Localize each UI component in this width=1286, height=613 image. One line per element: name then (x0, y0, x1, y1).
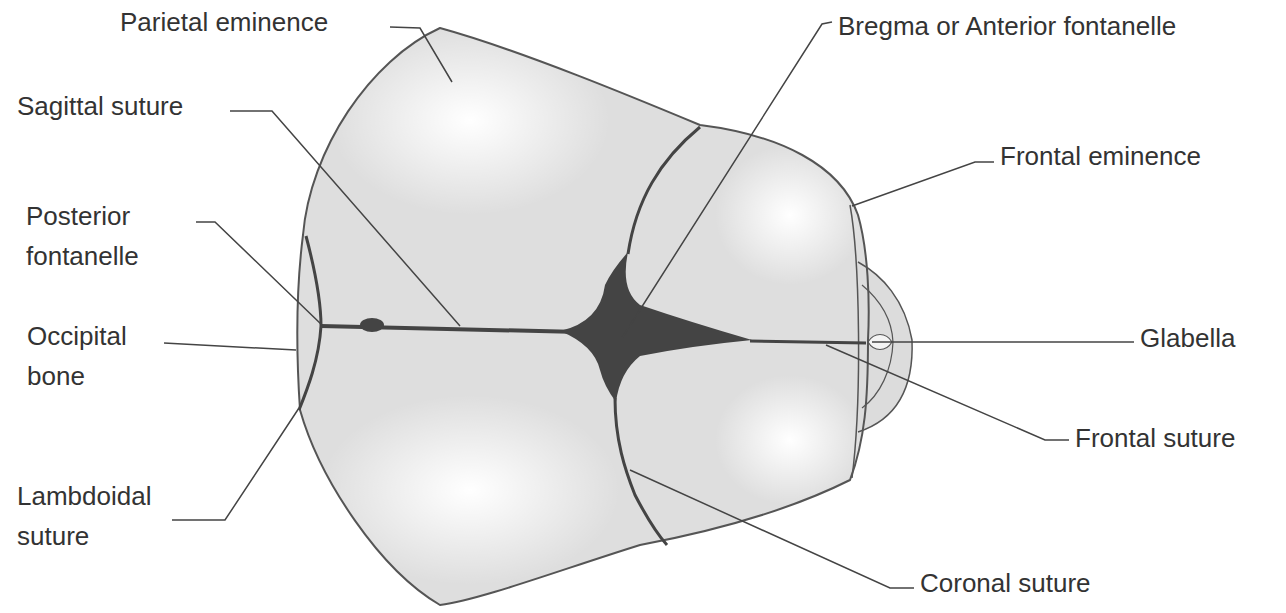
skull (297, 25, 912, 605)
callout-label: Bregma or Anterior fontanelle (838, 6, 1183, 46)
frontal-suture (750, 341, 866, 343)
posterior-fontanelle (360, 318, 384, 332)
callout-label: Frontal suture (1075, 418, 1235, 458)
leader-line (630, 470, 914, 588)
leader-line (622, 22, 832, 338)
leader-line (872, 341, 1134, 343)
frontal-highlight (715, 375, 865, 505)
leader-line (164, 343, 296, 350)
frontal-highlight (715, 145, 865, 285)
leader-line (230, 111, 460, 326)
leader-line (196, 222, 322, 325)
anterior-fontanelle (560, 252, 752, 402)
parietal-highlight (330, 25, 610, 215)
callout-label: Occipital bone (27, 316, 177, 396)
coronal-suture (615, 398, 667, 545)
callout-label: Lambdoidal suture (17, 476, 187, 556)
lambdoidal-suture (299, 236, 321, 410)
callout-label: Sagittal suture (17, 86, 183, 126)
skull-outline (297, 28, 868, 605)
sagittal-suture (321, 326, 580, 332)
coronal-suture (628, 127, 700, 254)
leader-line (852, 162, 994, 206)
leader-lines (164, 22, 1134, 588)
leader-line (826, 345, 1069, 440)
leader-line (172, 408, 299, 520)
callout-label: Frontal eminence (1000, 136, 1201, 176)
callout-label: Coronal suture (920, 563, 1091, 603)
parietal-highlight (320, 395, 620, 585)
leader-line (390, 27, 452, 82)
callout-label: Parietal eminence (120, 2, 328, 42)
callout-label: Glabella (1140, 318, 1235, 358)
callout-label: Posterior fontanelle (26, 196, 196, 276)
